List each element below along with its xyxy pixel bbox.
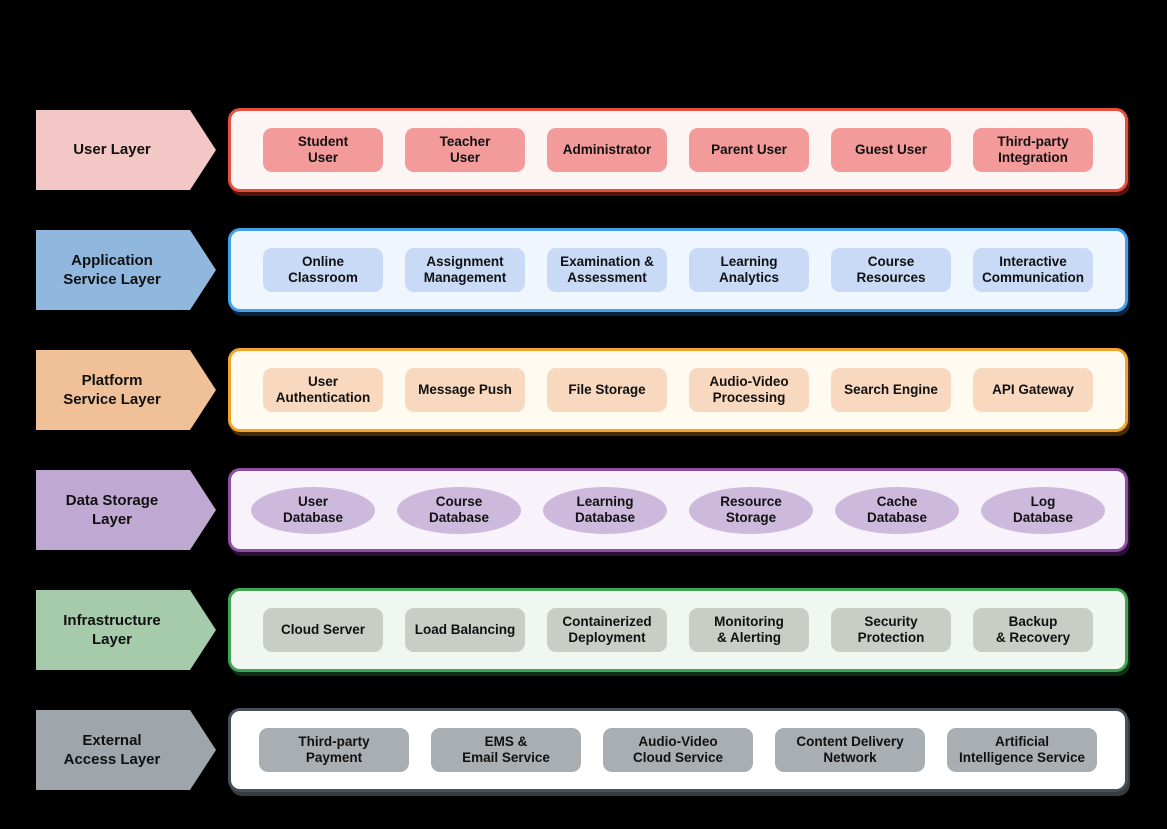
node-learning-database: Learning Database bbox=[543, 486, 667, 534]
layer-arrow-data-storage-layer: Data Storage Layer bbox=[36, 470, 216, 550]
node-learning-analytics: Learning Analytics bbox=[689, 248, 809, 292]
node-load-balancing: Load Balancing bbox=[405, 608, 525, 652]
layer-container-data-storage: User Database Course Database Learning D… bbox=[228, 468, 1128, 552]
node-user-authentication: User Authentication bbox=[263, 368, 383, 412]
layer-arrow-user-layer: User Layer bbox=[36, 110, 216, 190]
node-monitoring-alerting: Monitoring & Alerting bbox=[689, 608, 809, 652]
node-student-user: Student User bbox=[263, 128, 383, 172]
layer-row-infrastructure: Infrastructure Layer Cloud Server Load B… bbox=[0, 588, 1167, 672]
node-resource-storage: Resource Storage bbox=[689, 486, 813, 534]
node-artificial-intelligence-service: Artificial Intelligence Service bbox=[947, 728, 1097, 772]
node-assignment-management: Assignment Management bbox=[405, 248, 525, 292]
layer-container-platform-service: User Authentication Message Push File St… bbox=[228, 348, 1128, 432]
node-ems-email-service: EMS & Email Service bbox=[431, 728, 581, 772]
node-interactive-communication: Interactive Communication bbox=[973, 248, 1093, 292]
node-backup-recovery: Backup & Recovery bbox=[973, 608, 1093, 652]
node-cache-database: Cache Database bbox=[835, 486, 959, 534]
node-guest-user: Guest User bbox=[831, 128, 951, 172]
layer-container-user: Student User Teacher User Administrator … bbox=[228, 108, 1128, 192]
node-api-gateway: API Gateway bbox=[973, 368, 1093, 412]
node-third-party-payment: Third-party Payment bbox=[259, 728, 409, 772]
node-audio-video-processing: Audio-Video Processing bbox=[689, 368, 809, 412]
node-search-engine: Search Engine bbox=[831, 368, 951, 412]
node-parent-user: Parent User bbox=[689, 128, 809, 172]
layer-row-user: User Layer Student User Teacher User Adm… bbox=[0, 108, 1167, 192]
layer-row-data-storage: Data Storage Layer User Database Course … bbox=[0, 468, 1167, 552]
node-audio-video-cloud-service: Audio-Video Cloud Service bbox=[603, 728, 753, 772]
layer-row-platform-service: Platform Service Layer User Authenticati… bbox=[0, 348, 1167, 432]
layer-container-external-access: Third-party Payment EMS & Email Service … bbox=[228, 708, 1128, 792]
node-cloud-server: Cloud Server bbox=[263, 608, 383, 652]
layer-arrow-platform-service-layer: Platform Service Layer bbox=[36, 350, 216, 430]
node-security-protection: Security Protection bbox=[831, 608, 951, 652]
node-course-database: Course Database bbox=[397, 486, 521, 534]
node-administrator: Administrator bbox=[547, 128, 667, 172]
node-user-database: User Database bbox=[251, 486, 375, 534]
node-content-delivery-network: Content Delivery Network bbox=[775, 728, 925, 772]
node-course-resources: Course Resources bbox=[831, 248, 951, 292]
node-log-database: Log Database bbox=[981, 486, 1105, 534]
layer-arrow-infrastructure-layer: Infrastructure Layer bbox=[36, 590, 216, 670]
node-examination-assessment: Examination & Assessment bbox=[547, 248, 667, 292]
layer-container-application-service: Online Classroom Assignment Management E… bbox=[228, 228, 1128, 312]
node-containerized-deployment: Containerized Deployment bbox=[547, 608, 667, 652]
layer-arrow-application-service-layer: Application Service Layer bbox=[36, 230, 216, 310]
node-third-party-integration: Third-party Integration bbox=[973, 128, 1093, 172]
layer-arrow-external-access-layer: External Access Layer bbox=[36, 710, 216, 790]
node-file-storage: File Storage bbox=[547, 368, 667, 412]
layer-row-external-access: External Access Layer Third-party Paymen… bbox=[0, 708, 1167, 792]
layer-row-application-service: Application Service Layer Online Classro… bbox=[0, 228, 1167, 312]
node-online-classroom: Online Classroom bbox=[263, 248, 383, 292]
node-message-push: Message Push bbox=[405, 368, 525, 412]
layer-container-infrastructure: Cloud Server Load Balancing Containerize… bbox=[228, 588, 1128, 672]
node-teacher-user: Teacher User bbox=[405, 128, 525, 172]
